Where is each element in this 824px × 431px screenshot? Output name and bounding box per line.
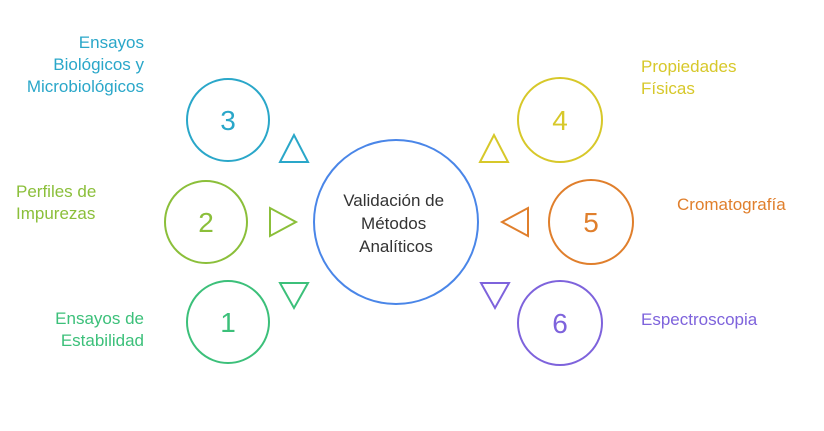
label-perfiles-impurezas: Perfiles de Impurezas: [16, 181, 96, 225]
node-2: 2: [164, 180, 299, 264]
label-3-line-1: Ensayos: [78, 33, 144, 52]
node-4: 4: [478, 77, 603, 163]
label-ensayos-estabilidad: Ensayos de Estabilidad: [55, 308, 144, 352]
label-espectroscopia: Espectroscopia: [641, 309, 757, 331]
node-6-circle: [517, 280, 603, 366]
label-ensayos-biologicos: Ensayos Biológicos y Microbiológicos: [27, 32, 144, 98]
center-title-line-1: Validación de: [343, 191, 444, 210]
node-6: 6: [479, 280, 603, 366]
center-title-line-2: Métodos: [361, 214, 426, 233]
node-6-pointer-triangle: [479, 282, 511, 311]
node-5: 5: [499, 179, 634, 265]
label-5-line-1: Cromatografía: [677, 195, 786, 214]
label-2-line-1: Perfiles de: [16, 182, 97, 201]
node-1-circle: [186, 280, 270, 364]
center-title: Validación de Métodos Analíticos: [343, 191, 449, 256]
label-3-line-3: Microbiológicos: [26, 77, 144, 96]
label-propiedades-fisicas: Propiedades Físicas: [641, 56, 736, 100]
label-2-line-2: Impurezas: [16, 204, 96, 223]
node-3-number: 3: [220, 105, 236, 136]
label-6-line-1: Espectroscopia: [641, 310, 758, 329]
label-4-line-1: Propiedades: [641, 57, 737, 76]
node-4-number: 4: [552, 105, 568, 136]
node-5-number: 5: [583, 207, 599, 238]
node-1-number: 1: [220, 307, 236, 338]
node-3-pointer-triangle: [278, 132, 310, 163]
node-5-pointer-triangle: [499, 206, 529, 238]
node-4-circle: [517, 77, 603, 163]
node-5-circle: [548, 179, 634, 265]
node-6-number: 6: [552, 308, 568, 339]
label-3-line-2: Biológicos y: [53, 55, 144, 74]
label-4-line-2: Físicas: [641, 79, 695, 98]
label-1-line-1: Ensayos de: [55, 309, 144, 328]
node-2-circle: [164, 180, 248, 264]
label-1-line-2: Estabilidad: [60, 331, 144, 350]
node-4-pointer-triangle: [478, 132, 510, 163]
center-circle: [313, 139, 479, 305]
label-cromatografia: Cromatografía: [677, 194, 786, 216]
node-3-circle: [186, 78, 270, 162]
center-title-line-3: Analíticos: [359, 237, 433, 256]
node-3: 3: [186, 78, 310, 163]
node-1-pointer-triangle: [278, 282, 310, 311]
node-2-pointer-triangle: [269, 206, 299, 238]
node-1: 1: [186, 280, 310, 364]
node-2-number: 2: [198, 207, 214, 238]
